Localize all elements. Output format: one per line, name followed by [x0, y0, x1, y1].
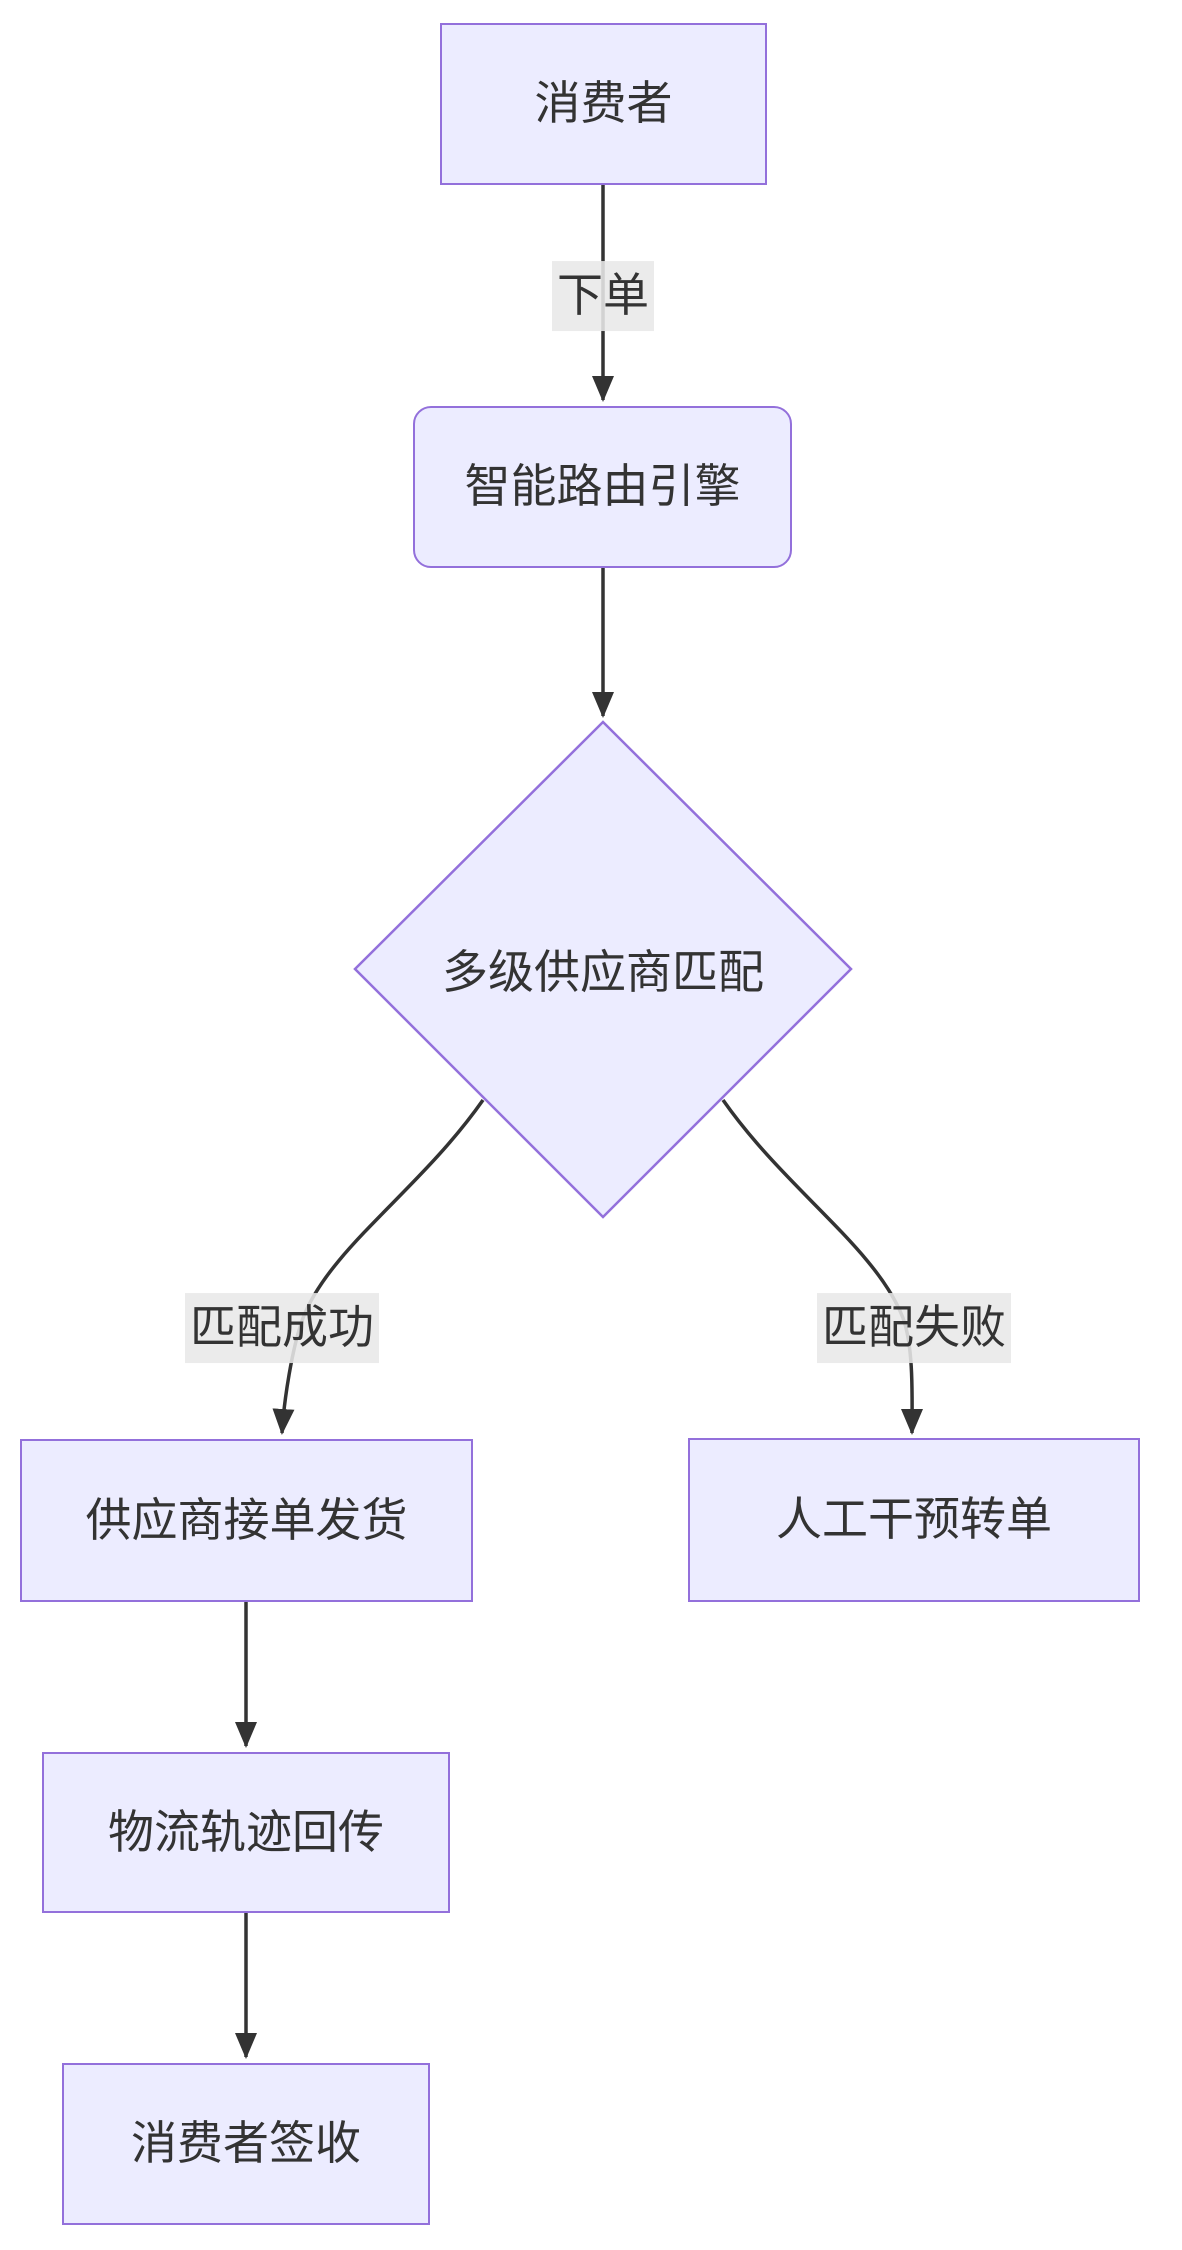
- edge-match-supplier: [272, 1098, 485, 1435]
- node-supplier-ship: 供应商接单发货: [20, 1439, 473, 1602]
- node-smart-routing-engine: 智能路由引擎: [413, 406, 792, 568]
- decision-diamond: [353, 720, 853, 1219]
- decision-diamond-label: 多级供应商匹配: [442, 946, 764, 998]
- edge-label-place-order: 下单: [552, 261, 654, 331]
- edge-match-manual: [721, 1098, 924, 1435]
- node-logistics-tracking: 物流轨迹回传: [42, 1752, 450, 1913]
- node-consumer: 消费者: [440, 23, 767, 185]
- node-consumer-signoff: 消费者签收: [62, 2063, 430, 2225]
- edge-label-match-success: 匹配成功: [185, 1293, 379, 1363]
- node-manual-intervention: 人工干预转单: [688, 1438, 1140, 1602]
- edge-label-match-fail: 匹配失败: [817, 1293, 1011, 1363]
